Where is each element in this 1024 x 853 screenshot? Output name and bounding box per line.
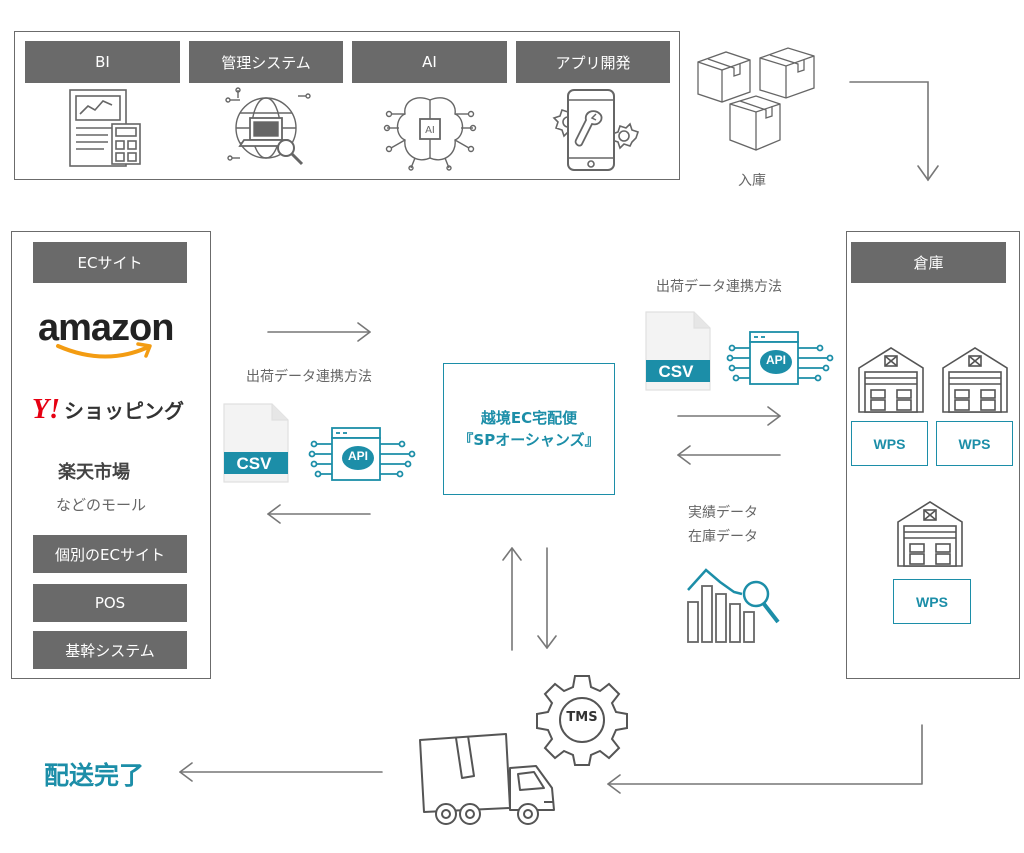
right-api-label: API [765,353,786,367]
service-name-line2: 『SPオーシャンズ』 [458,431,600,449]
mobile-app-dev-icon [552,89,640,171]
left-csv-file-icon [223,403,289,483]
yahoo-y: Y [32,394,50,425]
category-management-system: 管理システム [189,41,343,83]
bi-report-icon [69,89,141,167]
wps-box-1: WPS [851,421,928,466]
cardboard-boxes-icon [697,47,815,151]
core-system-button: 基幹システム [33,631,187,669]
warehouse-building-icon-3 [897,501,963,567]
service-name-line1: 越境EC宅配便 [480,409,578,427]
amazon-logo: amazon [38,308,188,368]
pos-button: POS [33,584,187,622]
right-csv-file-icon [645,311,711,391]
warehouse-building-icon-1 [858,347,924,413]
yahoo-exclamation: ! [49,394,61,425]
warehouse-header: 倉庫 [851,242,1006,283]
mall-note: などのモール [56,496,147,514]
yahoo-shopping-logo: Y!ショッピング [32,394,184,426]
individual-ec-site-button: 個別のECサイト [33,535,187,573]
amazon-wordmark: amazon [38,307,174,349]
delivery-truck-icon [419,733,555,825]
ai-brain-icon: AI [383,97,477,171]
right-link-label: 出荷データ連携方法 [656,279,782,295]
warehouse-building-icon-2 [942,347,1008,413]
amazon-smile-icon [56,342,152,359]
category-bi: BI [25,41,180,83]
result-data-label: 実績データ [688,505,758,521]
rakuten-label: 楽天市場 [58,462,130,483]
analytics-chart-icon [687,568,780,643]
tms-gear-icon [536,675,628,766]
left-api-label: API [347,449,368,463]
inbound-label: 入庫 [738,173,766,189]
right-csv-label: CSV [658,362,694,381]
inventory-data-label: 在庫データ [688,529,758,545]
globe-laptop-icon [225,87,311,166]
center-service-box: 越境EC宅配便 『SPオーシャンズ』 [443,363,615,495]
left-csv-label: CSV [236,454,272,473]
category-ai: AI [352,41,507,83]
wps-box-3: WPS [893,579,971,624]
wps-box-2: WPS [936,421,1013,466]
delivery-complete-label: 配送完了 [44,761,145,790]
svg-text:AI: AI [425,125,435,136]
left-link-label: 出荷データ連携方法 [246,369,372,385]
tms-label: TMS [566,710,598,725]
category-app-dev: アプリ開発 [516,41,670,83]
ec-site-header: ECサイト [33,242,187,283]
right-api-icon [726,331,834,385]
left-api-icon [308,427,416,481]
yahoo-shopping-text: ショッピング [64,399,185,423]
